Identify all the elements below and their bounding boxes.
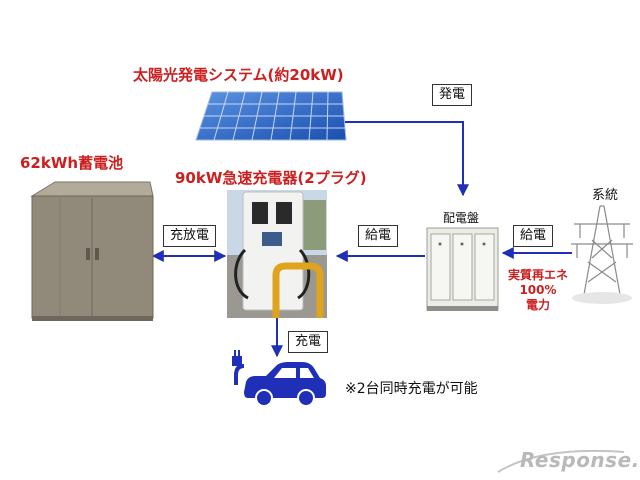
simultaneous-charging-note: ※2台同時充電が可能 [345,381,478,397]
battery-title: 62kWh蓄電池 [20,154,124,172]
supply-left-label: 給電 [358,225,399,247]
generation-label: 発電 [432,84,473,106]
response-watermark: Response. [520,448,640,472]
renewable-energy-text: 実質再エネ 100% 電力 [505,268,571,313]
renewable-line-1: 実質再エネ [507,268,568,282]
renewable-line-3: 電力 [525,298,550,312]
charging-label: 充電 [288,331,329,353]
renewable-line-2: 100% [519,283,557,297]
generation-arrow [345,121,469,197]
grid-label: 系統 [592,188,619,203]
supply-right-label: 給電 [513,225,554,247]
switchboard-label: 配電盤 [443,211,480,225]
charge-discharge-label: 充放電 [163,225,217,247]
solar-system-title: 太陽光発電システム(約20kW) [133,66,344,84]
charger-title: 90kW急速充電器(2プラグ) [175,169,367,187]
